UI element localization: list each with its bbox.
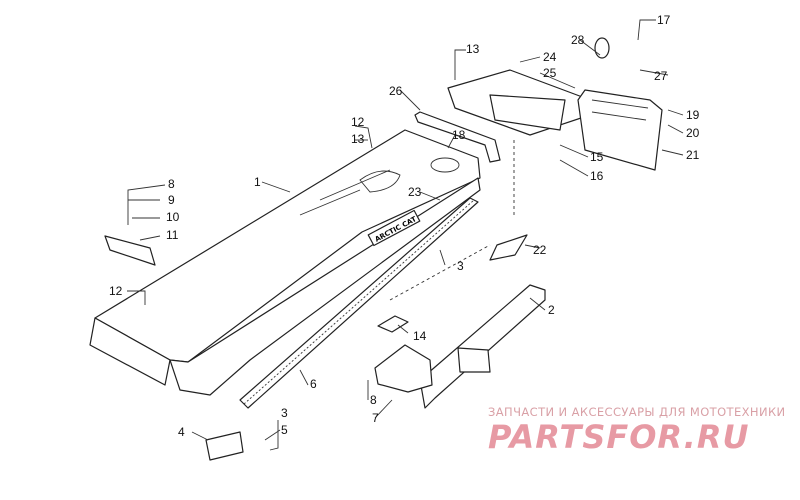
watermark-tagline: ЗАПЧАСТИ И АКСЕССУАРЫ ДЛЯ МОТОТЕХНИКИ xyxy=(488,405,786,419)
callout-27: 27 xyxy=(654,69,668,83)
bracket-part-2 xyxy=(419,284,546,409)
snow-flap-part-21 xyxy=(577,89,663,171)
hitch-pin-part-28 xyxy=(594,37,610,59)
callout-21: 21 xyxy=(686,148,700,162)
callout-28: 28 xyxy=(571,33,585,47)
callout-13-left: 13 xyxy=(351,132,365,146)
callout-23: 23 xyxy=(408,185,422,199)
callout-labels: 1 2 3 3 4 5 6 7 8 8 9 10 11 12 12 13 13 … xyxy=(109,13,700,439)
callout-3-lower: 3 xyxy=(281,406,288,420)
leader-lines xyxy=(127,19,684,451)
hitch-frame-part-13 xyxy=(447,69,591,136)
callout-11: 11 xyxy=(166,228,179,242)
callout-5: 5 xyxy=(281,423,288,437)
callout-14: 14 xyxy=(413,329,427,343)
rail-part-6 xyxy=(239,197,479,409)
callout-3-upper: 3 xyxy=(457,259,464,273)
callout-15: 15 xyxy=(590,150,604,164)
watermark-logo: PARTSFOR.RU xyxy=(488,418,750,456)
callout-22: 22 xyxy=(533,243,547,257)
callout-4: 4 xyxy=(178,425,185,439)
callout-8-bottom: 8 xyxy=(370,393,377,407)
callout-20: 20 xyxy=(686,126,700,140)
tunnel-part-1 xyxy=(89,129,481,396)
callout-10: 10 xyxy=(166,210,180,224)
callout-16: 16 xyxy=(590,169,604,183)
callout-26: 26 xyxy=(389,84,403,98)
callout-18: 18 xyxy=(452,128,466,142)
plate-part-4 xyxy=(205,431,244,461)
callout-19: 19 xyxy=(686,108,700,122)
callout-25: 25 xyxy=(543,66,557,80)
callout-12-left: 12 xyxy=(109,284,123,298)
callout-12-top: 12 xyxy=(351,115,365,129)
callout-8-left: 8 xyxy=(168,177,175,191)
callout-7: 7 xyxy=(372,411,379,425)
bracket-part-11 xyxy=(104,235,156,266)
plate-part-14 xyxy=(377,315,409,333)
callout-6: 6 xyxy=(310,377,317,391)
callout-9: 9 xyxy=(168,193,175,207)
callout-13-right: 13 xyxy=(466,42,480,56)
callout-2: 2 xyxy=(548,303,555,317)
callout-17: 17 xyxy=(657,13,671,27)
bracket-part-26 xyxy=(414,111,501,163)
plate-part-22 xyxy=(489,234,528,261)
step-plate-part-7 xyxy=(374,344,433,393)
callout-1: 1 xyxy=(254,175,261,189)
callout-24: 24 xyxy=(543,50,557,64)
